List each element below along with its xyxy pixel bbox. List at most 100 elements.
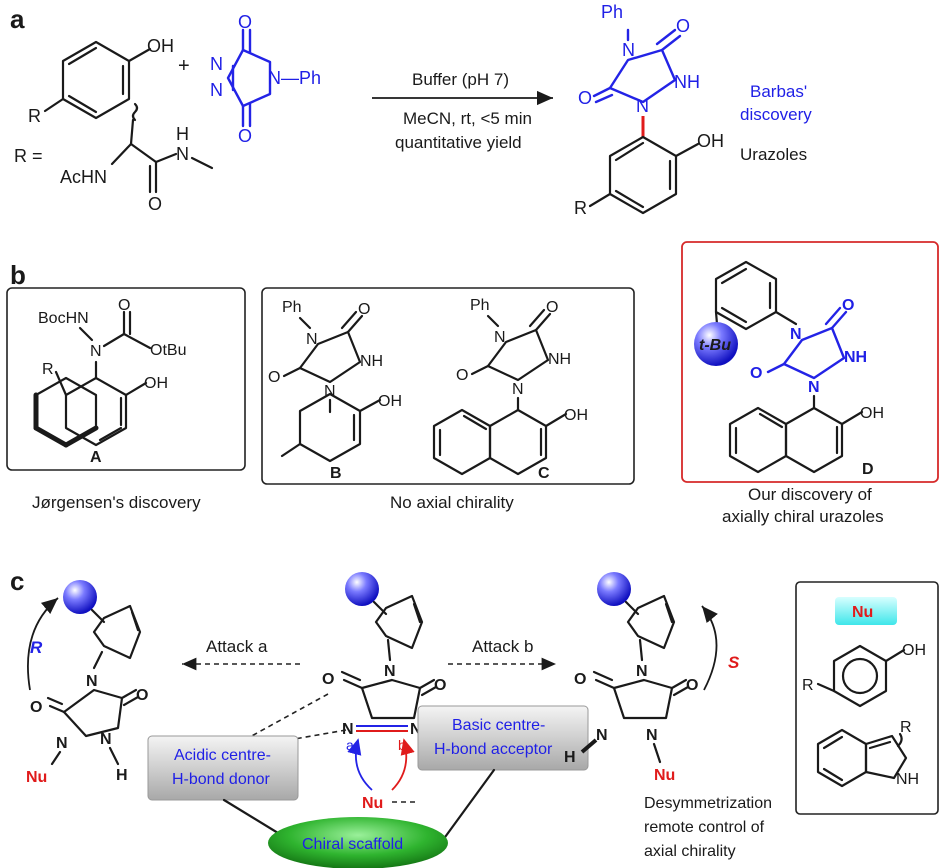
compound-b-o-top: O bbox=[358, 301, 370, 318]
phenol-oh: OH bbox=[147, 36, 174, 56]
left-r-label: R bbox=[30, 638, 43, 657]
right-o-left: O bbox=[574, 671, 586, 688]
center-o-right: O bbox=[434, 677, 446, 694]
center-o-left: O bbox=[322, 671, 334, 688]
tbu-sphere bbox=[694, 322, 738, 366]
ptad-o-top: O bbox=[238, 12, 252, 32]
phenol-r: R bbox=[28, 106, 41, 126]
no-axial-caption: No axial chirality bbox=[390, 493, 514, 512]
ptad-nph: N—Ph bbox=[268, 68, 321, 88]
right-s-label: S bbox=[728, 653, 740, 672]
ptad-structure: O O N N N—Ph bbox=[210, 12, 321, 146]
product-o-left: O bbox=[578, 88, 592, 108]
compound-d-o-left: O bbox=[750, 365, 762, 382]
compound-a-otbu: OtBu bbox=[150, 342, 186, 359]
product-n4: N bbox=[622, 40, 635, 60]
compound-c-oh: OH bbox=[564, 407, 588, 424]
attack-a-curve bbox=[347, 738, 373, 791]
left-o-left: O bbox=[30, 699, 42, 716]
compound-c-n1: N bbox=[512, 381, 524, 398]
left-sphere bbox=[63, 580, 97, 614]
chiral-scaffold bbox=[268, 817, 448, 868]
compound-c-o-left: O bbox=[456, 367, 468, 384]
center-sphere bbox=[345, 572, 379, 606]
right-n1: N bbox=[596, 727, 608, 744]
panel-b: BocHN N O OtBu OH R A Jørgensen's discov… bbox=[6, 241, 939, 526]
attack-a-label: Attack a bbox=[206, 637, 268, 656]
ptad-o-bottom: O bbox=[238, 126, 252, 146]
r-equals: R = bbox=[14, 146, 43, 166]
desym-line-2: remote control of bbox=[644, 819, 765, 836]
left-n1: N bbox=[56, 735, 68, 752]
panel-c: N O O N N H Nu R Attack a Attack b bbox=[26, 572, 939, 868]
buffer-condition: Buffer (pH 7) bbox=[412, 70, 509, 89]
product-nh: NH bbox=[674, 72, 700, 92]
compound-d-n1: N bbox=[808, 379, 820, 396]
center-n1: N bbox=[342, 721, 354, 738]
center-n4: N bbox=[384, 663, 396, 680]
nu-indole-r: R bbox=[900, 719, 912, 736]
panel-a: OH R + R = AcHN O H N O bbox=[14, 2, 812, 218]
desym-line-3: axial chirality bbox=[644, 843, 736, 860]
desym-line-1: Desymmetrization bbox=[644, 795, 772, 812]
basic-centre-box bbox=[417, 705, 589, 771]
compound-b-o-left: O bbox=[268, 369, 280, 386]
barbas-line-1: Barbas' bbox=[750, 82, 807, 101]
product-r: R bbox=[574, 198, 587, 218]
urazoles-label: Urazoles bbox=[740, 145, 807, 164]
compound-d-oh: OH bbox=[860, 405, 884, 422]
attack-b-curve bbox=[391, 738, 415, 791]
ptad-n2: N bbox=[210, 80, 223, 100]
nu-badge-label: Nu bbox=[852, 604, 873, 621]
our-caption-1: Our discovery of bbox=[748, 485, 872, 504]
tyrosine-substituent: R = AcHN O H N bbox=[14, 102, 214, 214]
compound-a-r: R bbox=[42, 361, 54, 378]
compound-a-label: A bbox=[90, 449, 102, 466]
compound-c-o-top: O bbox=[546, 299, 558, 316]
compound-c-label: C bbox=[538, 465, 550, 482]
nucleophile-box bbox=[795, 581, 939, 815]
compound-d-nh: NH bbox=[844, 349, 867, 366]
panel-label-b: b bbox=[10, 260, 26, 290]
right-h: H bbox=[564, 749, 576, 766]
nu-phenol-oh: OH bbox=[902, 642, 926, 659]
condition-line-2: quantitative yield bbox=[395, 133, 522, 152]
compound-a-oh: OH bbox=[144, 375, 168, 392]
plus-sign: + bbox=[178, 55, 190, 77]
right-sphere bbox=[597, 572, 631, 606]
product-s-structure: N O O N N H Nu S bbox=[564, 572, 740, 784]
compound-c-structure: Ph N O O NH N OH C bbox=[432, 297, 588, 482]
amide-n: N bbox=[176, 144, 189, 164]
left-nu: Nu bbox=[26, 769, 47, 786]
panel-label-c: c bbox=[10, 566, 24, 596]
right-o-right: O bbox=[686, 677, 698, 694]
acidic-centre-box bbox=[147, 735, 299, 801]
compound-c-n4: N bbox=[494, 329, 506, 346]
right-nu: Nu bbox=[654, 767, 675, 784]
box-bc-frame bbox=[261, 287, 635, 485]
barbas-line-2: discovery bbox=[740, 105, 812, 124]
compound-b-oh: OH bbox=[378, 393, 402, 410]
ptad-n1: N bbox=[210, 54, 223, 74]
product-oh: OH bbox=[697, 131, 724, 151]
phenol-structure: OH R bbox=[28, 36, 174, 126]
right-n4: N bbox=[636, 663, 648, 680]
chiral-scaffold-label: Chiral scaffold bbox=[302, 836, 403, 853]
center-n2: N bbox=[410, 721, 422, 738]
box-a-frame bbox=[6, 287, 246, 471]
carbonyl-o: O bbox=[148, 194, 162, 214]
compound-d-structure: t-Bu N O O NH N OH D bbox=[694, 260, 884, 478]
basic-line-1: Basic centre- bbox=[452, 717, 545, 734]
compound-a-o-top: O bbox=[118, 297, 130, 314]
achn-label: AcHN bbox=[60, 167, 107, 187]
basic-line-2: H-bond acceptor bbox=[434, 741, 553, 758]
indole-nucleophile: R NH bbox=[816, 719, 919, 788]
acidic-line-2: H-bond donor bbox=[172, 771, 271, 788]
nu-badge bbox=[835, 597, 897, 625]
compound-b-n4: N bbox=[306, 331, 318, 348]
compound-b-structure: Ph N O O NH N OH B bbox=[268, 299, 402, 482]
compound-b-label: B bbox=[330, 465, 342, 482]
tbu-label: t-Bu bbox=[699, 337, 731, 354]
amide-h: H bbox=[176, 124, 189, 144]
